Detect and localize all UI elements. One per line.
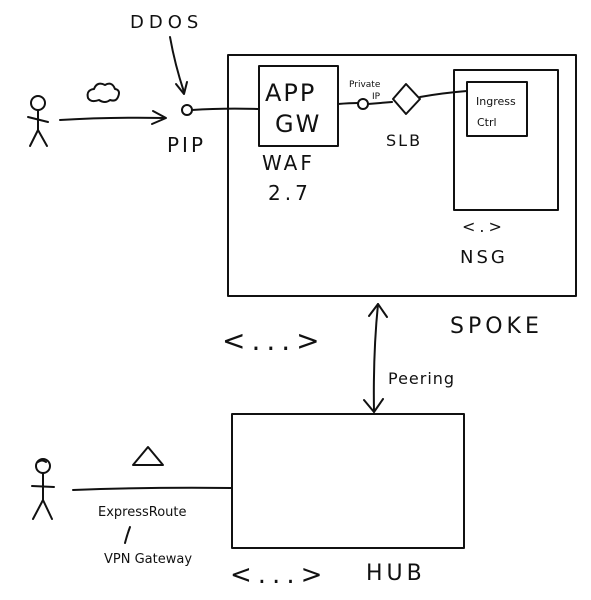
spoke-vnet-box	[227, 54, 577, 297]
pip-node-icon	[181, 104, 193, 116]
nsg-brackets-label: <.>	[462, 217, 506, 236]
expressroute-label: ExpressRoute	[98, 505, 187, 520]
internet-to-pip-arrow	[59, 110, 167, 125]
ingress-controller-box	[466, 81, 528, 137]
hub-brackets-label: <...>	[230, 560, 328, 590]
vpn-gateway-line	[124, 526, 131, 544]
private-ip-node-icon	[357, 98, 369, 110]
private-ip-to-slb-line	[367, 101, 393, 105]
vpn-gateway-label: VPN Gateway	[104, 552, 192, 567]
ingress-label-1: Ingress	[476, 95, 516, 108]
peering-label: Peering	[388, 369, 455, 388]
slb-label: SLB	[386, 131, 422, 150]
internet-user-icon	[27, 95, 49, 147]
app-gateway-label-app: APP	[265, 79, 316, 107]
slb-diamond-icon	[392, 83, 421, 115]
onprem-user-icon	[31, 458, 55, 520]
pip-label: PIP	[167, 133, 206, 157]
peering-arrow	[363, 303, 388, 413]
spoke-brackets-label: <...>	[222, 324, 326, 357]
spoke-label: SPOKE	[450, 314, 543, 339]
app-gateway-label-gw: GW	[275, 110, 321, 138]
hub-vnet-box	[231, 413, 465, 549]
ddos-arrow	[169, 36, 188, 95]
hub-label: HUB	[366, 561, 426, 586]
expressroute-line	[72, 486, 232, 491]
ingress-label-2: Ctrl	[477, 116, 497, 129]
app-gateway-box	[258, 65, 339, 147]
gateway-triangle-icon	[132, 446, 164, 466]
internet-cloud-icon	[86, 82, 120, 103]
pip-to-appgw-line	[191, 107, 259, 111]
private-ip-label-2: IP	[372, 92, 381, 102]
slb-to-ingress-line	[419, 90, 468, 98]
waf-version-label: 2.7	[268, 181, 312, 205]
ddos-label: DDOS	[130, 12, 203, 33]
nsg-label: NSG	[460, 247, 508, 268]
aks-subnet-box	[453, 69, 559, 211]
waf-label: WAF	[262, 151, 315, 175]
private-ip-label-1: Private	[349, 80, 381, 90]
appgw-to-private-ip-line	[337, 102, 359, 105]
